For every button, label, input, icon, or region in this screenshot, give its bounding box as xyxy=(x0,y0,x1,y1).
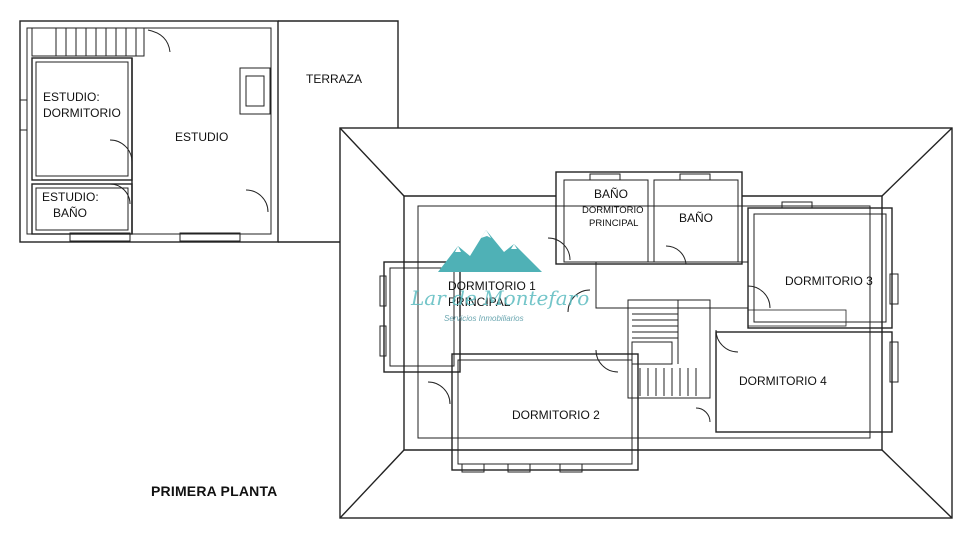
room-label-dormitorio-1-line1: DORMITORIO 1 xyxy=(448,279,536,293)
room-label-terraza: TERRAZA xyxy=(306,72,363,86)
room-label-dormitorio-3: DORMITORIO 3 xyxy=(785,274,873,288)
studio-staircase xyxy=(31,27,145,57)
room-label-dormitorio-4: DORMITORIO 4 xyxy=(739,374,827,388)
main-floor-walls xyxy=(379,171,899,473)
room-label-bano-principal: BAÑO xyxy=(594,187,629,201)
room-label-estudio-bano-line1: ESTUDIO: xyxy=(42,190,99,204)
terraza-outline xyxy=(278,20,399,243)
watermark-subtitle-text: Servicios Inmobiliarios xyxy=(444,314,524,323)
studio-block xyxy=(19,20,279,243)
room-label-dormitorio-2: DORMITORIO 2 xyxy=(512,408,600,422)
room-label-estudio: ESTUDIO xyxy=(175,130,229,144)
main-staircase xyxy=(627,299,711,399)
room-label-bano-principal-sub-line1: DORMITORIO xyxy=(582,205,644,216)
watermark-logo xyxy=(438,230,542,272)
room-label-estudio-dormitorio-line2: DORMITORIO xyxy=(43,106,121,120)
roof-outline xyxy=(339,127,953,519)
room-label-bano-principal-sub-line2: PRINCIPAL xyxy=(589,218,639,229)
room-label-estudio-dormitorio-line1: ESTUDIO: xyxy=(43,90,100,104)
room-label-estudio-bano-line2: BAÑO xyxy=(53,206,88,220)
room-label-bano: BAÑO xyxy=(679,211,714,225)
watermark-brand-text: Lar de Montefaro xyxy=(411,286,590,310)
room-label-dormitorio-1-line2: PRINCIPAL xyxy=(448,295,511,309)
plan-title: PRIMERA PLANTA xyxy=(151,483,278,499)
